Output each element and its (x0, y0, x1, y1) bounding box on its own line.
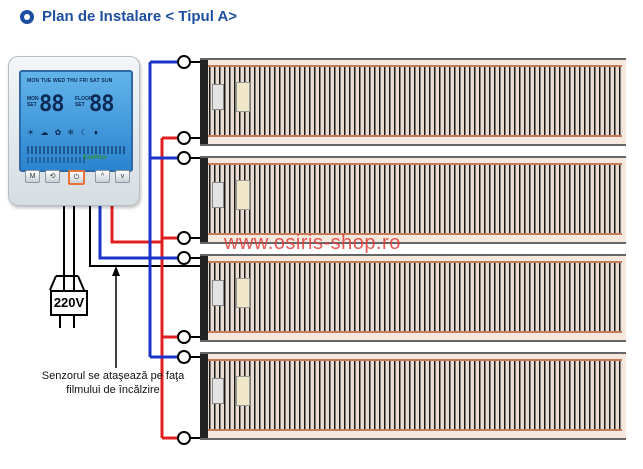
lcd-days: MON TUE WED THU FRI SAT SUN (27, 78, 113, 84)
sensor-note: Senzorul se ataşează pe faţa filmului de… (41, 370, 185, 396)
title-row: Plan de Instalare < Tipul A> (20, 8, 237, 25)
terminal-1 (177, 55, 191, 69)
clock-button[interactable]: ⟲ (45, 170, 60, 183)
lcd-schedule-bars (27, 146, 125, 154)
terminal-6 (177, 330, 191, 344)
heating-film-3 (200, 254, 626, 342)
mode-button[interactable]: M (25, 170, 40, 183)
up-button[interactable]: ^ (95, 170, 110, 183)
terminal-2 (177, 131, 191, 145)
heating-film-1 (200, 58, 626, 146)
voltage-label: 220V (50, 290, 88, 316)
sensor-arrow-icon (112, 266, 120, 276)
heating-film-2 (200, 156, 626, 244)
lcd-right-tag: FLOOR SET (75, 96, 93, 108)
lcd-right-value: 88 (89, 92, 114, 117)
terminal-3 (177, 151, 191, 165)
lcd-left-value: 88 (39, 92, 64, 117)
heating-film-4 (200, 352, 626, 440)
title-bullet-icon (20, 9, 34, 24)
terminal-8 (177, 431, 191, 445)
brand-logo: ExaPlus (83, 155, 107, 161)
terminal-4 (177, 231, 191, 245)
terminal-5 (177, 251, 191, 265)
power-button[interactable]: ⏻ (68, 170, 85, 185)
watermark: www.osiris-shop.ro (224, 232, 401, 254)
lcd-mode-icons: ☀ ☁ ✿ ❄ ☾ ♦ (27, 128, 100, 137)
page-title: Plan de Instalare < Tipul A> (42, 8, 238, 25)
lcd-schedule-bars-2 (27, 157, 87, 163)
lcd-left-tag: MON SET (27, 96, 39, 108)
terminal-7 (177, 350, 191, 364)
thermostat-lcd: MON TUE WED THU FRI SAT SUN MON SET 88 F… (19, 70, 133, 172)
thermostat: MON TUE WED THU FRI SAT SUN MON SET 88 F… (8, 56, 140, 206)
down-button[interactable]: v (115, 170, 130, 183)
